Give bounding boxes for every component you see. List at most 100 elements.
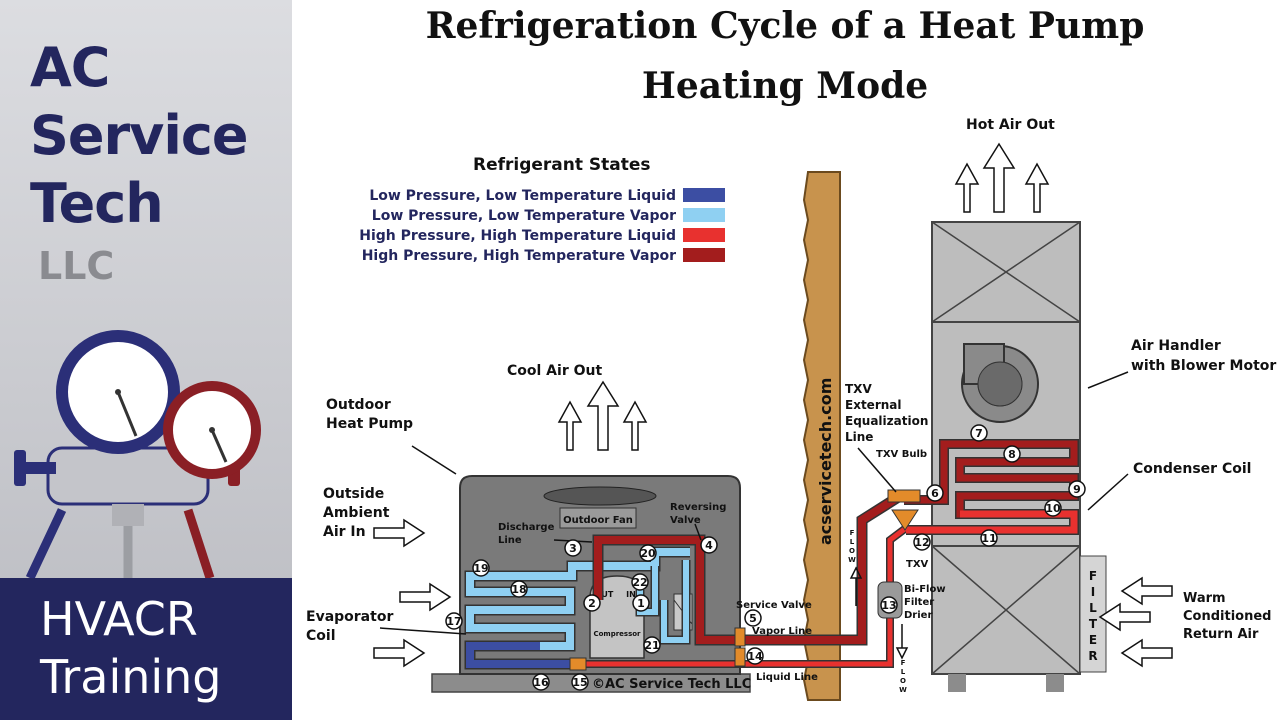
discharge-line-label-1: Discharge <box>498 522 555 533</box>
brand-sidebar: AC Service Tech LLC HVACR Training <box>0 0 292 720</box>
svg-text:13: 13 <box>881 599 896 612</box>
legend-label-3: High Pressure, High Temperature Liquid <box>359 228 676 244</box>
liquid-line-label: Liquid Line <box>756 672 818 683</box>
point-marker-14: 14 <box>746 647 764 665</box>
compressor-out-label: OUT <box>595 590 614 599</box>
liquid-line <box>569 524 909 671</box>
svg-text:5: 5 <box>749 612 757 625</box>
point-marker-12: 12 <box>913 533 931 551</box>
point-marker-8: 8 <box>1003 445 1021 463</box>
training-line-hvacr: HVACR <box>40 592 198 646</box>
flow-up-letter-2: L <box>850 538 855 546</box>
evaporator-coil-label-1: Evaporator <box>306 609 393 625</box>
flow-up-letter-1: F <box>850 529 855 537</box>
point-marker-15: 15 <box>571 673 589 691</box>
brand-line-tech: Tech <box>30 172 164 235</box>
warm-return-label-2: Conditioned <box>1183 609 1271 624</box>
filter-letter-2: I <box>1091 585 1095 599</box>
svg-text:20: 20 <box>640 547 656 560</box>
legend-heading: Refrigerant States <box>473 155 651 175</box>
svg-text:17: 17 <box>446 615 461 628</box>
website-text: acservicetech.com <box>816 378 835 545</box>
point-marker-9: 9 <box>1068 480 1086 498</box>
point-marker-4: 4 <box>700 536 718 554</box>
hot-air-out-label: Hot Air Out <box>966 117 1055 133</box>
filter-drier-label-2: Filter <box>904 597 934 608</box>
discharge-line-label-2: Line <box>498 535 522 546</box>
flow-up-letter-4: W <box>848 556 856 564</box>
point-marker-20: 20 <box>639 544 657 562</box>
training-banner: HVACR Training <box>0 578 292 720</box>
brand-line-ac: AC <box>30 36 110 99</box>
svg-text:16: 16 <box>533 676 549 689</box>
legend-label-1: Low Pressure, Low Temperature Liquid <box>369 188 676 204</box>
point-marker-6: 6 <box>926 484 944 502</box>
flow-down-letter-3: O <box>900 677 906 685</box>
evaporator-coil <box>464 546 691 670</box>
svg-text:10: 10 <box>1045 502 1061 515</box>
filter-letter-5: E <box>1089 633 1097 647</box>
copyright-label: ©AC Service Tech LLC <box>592 677 751 692</box>
reversing-valve-label-1: Reversing <box>670 502 726 513</box>
txv-equalization-label-4: Line <box>845 430 873 444</box>
page-title: Refrigeration Cycle of a Heat Pump <box>425 5 1145 47</box>
flow-down-letter-4: W <box>899 686 907 694</box>
legend-swatch-1 <box>683 188 725 202</box>
vapor-line <box>592 491 903 667</box>
outside-ambient-label-3: Air In <box>323 524 366 540</box>
page-subtitle: Heating Mode <box>641 65 929 107</box>
house-wall: acservicetech.com <box>802 171 841 701</box>
refrigeration-diagram: Refrigerant States Low Pressure, Low Tem… <box>306 117 1276 701</box>
point-marker-3: 3 <box>564 539 582 557</box>
svg-text:2: 2 <box>588 597 596 610</box>
outside-ambient-label-2: Ambient <box>323 505 390 521</box>
point-marker-22: 22 <box>631 573 649 591</box>
filter-letter-3: L <box>1089 601 1097 615</box>
point-marker-19: 19 <box>472 559 490 577</box>
point-marker-2: 2 <box>583 594 601 612</box>
air-flow-arrows <box>373 142 1173 668</box>
svg-text:3: 3 <box>569 542 577 555</box>
point-marker-5: 5 <box>744 609 762 627</box>
outdoor-heat-pump-label-1: Outdoor <box>326 397 391 413</box>
brand-line-service: Service <box>30 104 248 167</box>
air-handler-label-2: with Blower Motor <box>1131 358 1276 374</box>
filter-drier-label-1: Bi-Flow <box>904 584 946 595</box>
compressor-in-label: IN <box>626 590 636 599</box>
compressor-label: Compressor <box>593 630 641 638</box>
flow-down-letter-2: L <box>901 668 906 676</box>
txv-equalization-label-1: TXV <box>845 382 872 396</box>
point-marker-21: 21 <box>643 636 661 654</box>
svg-text:22: 22 <box>632 576 647 589</box>
filter-drier-label-3: Drier <box>904 610 932 621</box>
brand-llc: LLC <box>38 244 115 288</box>
warm-return-label-1: Warm <box>1183 591 1226 606</box>
svg-text:21: 21 <box>644 639 659 652</box>
svg-text:1: 1 <box>637 597 645 610</box>
point-marker-17: 17 <box>445 612 463 630</box>
point-marker-11: 11 <box>980 529 998 547</box>
refrigerant-states-legend: Refrigerant States Low Pressure, Low Tem… <box>359 155 725 264</box>
svg-text:14: 14 <box>747 650 763 663</box>
svg-text:9: 9 <box>1073 483 1081 496</box>
manifold-gauge-icon <box>14 330 261 580</box>
filter-letter-1: F <box>1089 569 1097 583</box>
svg-text:6: 6 <box>931 487 939 500</box>
point-marker-10: 10 <box>1044 499 1062 517</box>
svg-text:11: 11 <box>981 532 996 545</box>
legend-swatch-3 <box>683 228 725 242</box>
point-marker-13: 13 <box>880 596 898 614</box>
cool-air-out-label: Cool Air Out <box>507 363 602 379</box>
outdoor-fan-label: Outdoor Fan <box>563 515 633 526</box>
outside-ambient-label-1: Outside <box>323 486 384 502</box>
flow-down-letter-1: F <box>901 659 906 667</box>
diagram-labels: Cool Air Out Hot Air Out Outdoor Heat Pu… <box>306 117 1276 694</box>
legend-swatch-2 <box>683 208 725 222</box>
outdoor-heat-pump-label-2: Heat Pump <box>326 416 413 432</box>
svg-text:19: 19 <box>473 562 488 575</box>
reversing-valve-label-2: Valve <box>670 515 701 526</box>
evaporator-coil-label-2: Coil <box>306 628 336 644</box>
svg-text:18: 18 <box>511 583 526 596</box>
txv-equalization-label-3: Equalization <box>845 414 928 428</box>
svg-text:12: 12 <box>914 536 929 549</box>
